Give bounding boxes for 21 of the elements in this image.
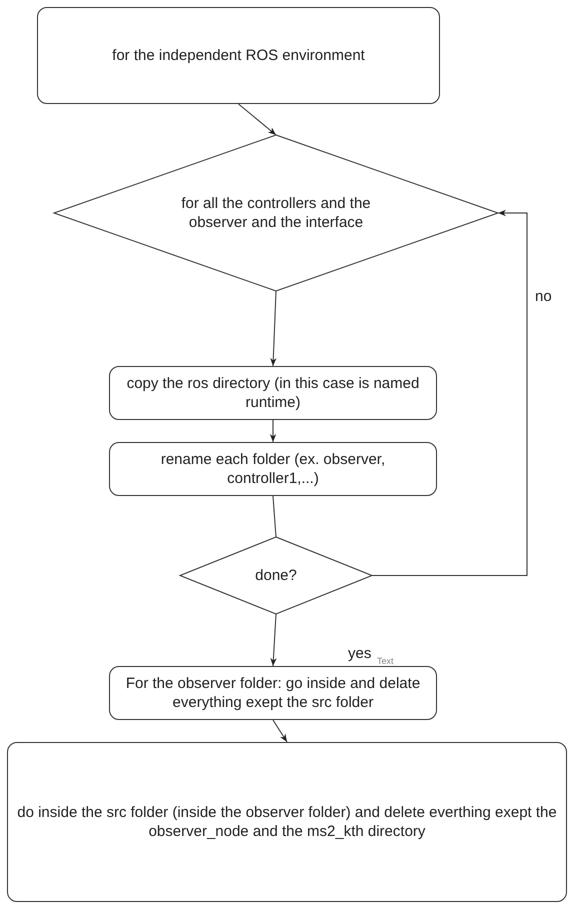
node-text: done? (255, 566, 297, 585)
process-box (109, 366, 437, 420)
placeholder-text: Text (377, 656, 394, 666)
node-text: do inside the src folder (inside the observer folder) and delete everthing exept the observer_node and the ms2_kth directory (16, 803, 558, 841)
decision-diamond (180, 537, 372, 614)
node-text: For the observer folder: go inside and delate everything exept the src folder (124, 674, 422, 712)
arrow (272, 720, 288, 742)
process-box (109, 666, 437, 720)
node-text: copy the ros directory (in this case is named runtime) (126, 374, 420, 412)
process-box (7, 742, 567, 902)
process-box (109, 442, 437, 496)
arrow (238, 104, 276, 136)
node-text: for all the controllers and the observer and the interface (180, 194, 372, 232)
node-text: for the independent ROS environment (112, 46, 365, 65)
arrow (270, 614, 277, 666)
decision-diamond (54, 135, 498, 291)
arrow (372, 210, 528, 576)
node-text: rename each folder (ex. observer, controller1,...) (160, 450, 386, 488)
arrow (270, 290, 277, 366)
process-box (37, 7, 440, 104)
arrow (270, 420, 276, 442)
